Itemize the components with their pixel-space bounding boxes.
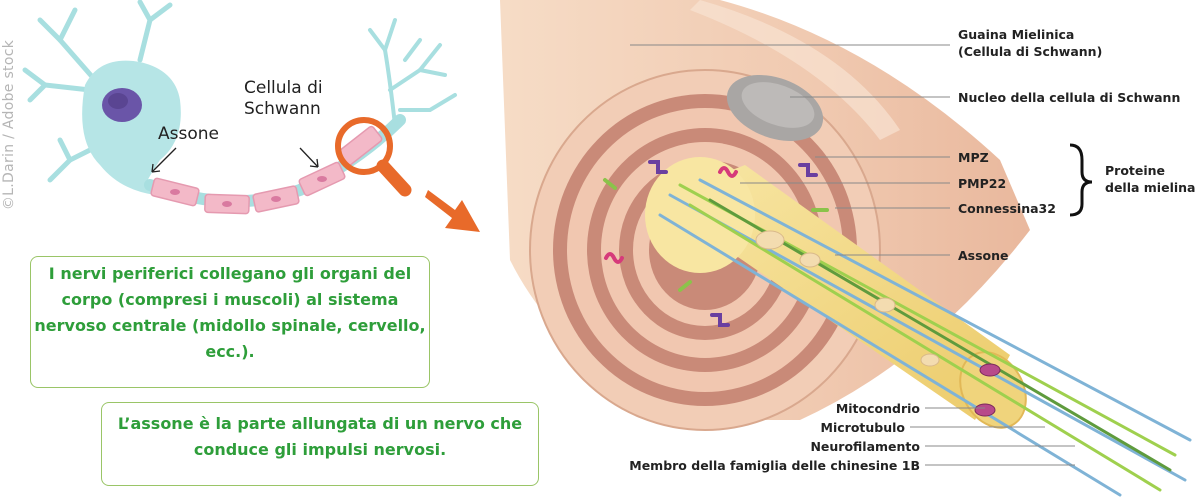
myelin-sheath-label: Guaina Mielinica (Cellula di Schwann) [958,26,1102,60]
axon-neuron-label: Assone [158,124,219,145]
myelin-sheath-line1: Guaina Mielinica [958,26,1102,43]
myelin-sheath-line2: (Cellula di Schwann) [958,43,1102,60]
myelin-proteins-line1: Proteine [1105,162,1195,179]
schwann-cell-label: Cellula di Schwann [244,78,323,120]
myelin-proteins-label: Proteine della mielina [1105,162,1195,196]
peripheral-nerves-box: I nervi periferici collegano gli organi … [30,256,430,388]
microtubule-label: Microtubulo [720,420,905,435]
connexin32-label: Connessina32 [958,200,1056,217]
kinesin-label: Membro della famiglia delle chinesine 1B [600,458,920,473]
schwann-label-line1: Cellula di [244,78,323,99]
mitochondrion-label: Mitocondrio [720,401,920,416]
image-credit: ©L.Darin / Adobe stock [1,0,17,250]
zoom-arrow-icon [425,190,480,232]
schwann-nucleus-label: Nucleo della cellula di Schwann [958,89,1180,106]
myelin-proteins-line2: della mielina [1105,179,1195,196]
neurofilament-label: Neurofilamento [720,439,920,454]
mpz-label: MPZ [958,149,989,166]
axon-definition-box: L’assone è la parte allungata di un nerv… [101,402,539,486]
pmp22-label: PMP22 [958,175,1006,192]
schwann-label-line2: Schwann [244,99,323,120]
axon-section-label: Assone [958,247,1009,264]
